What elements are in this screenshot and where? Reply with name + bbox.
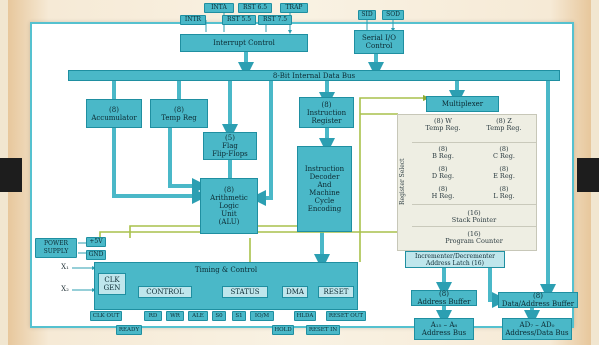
- pin-ready: READY: [116, 325, 142, 335]
- pin-sod: SOD: [382, 10, 404, 20]
- wire-temp-alu: [168, 128, 208, 194]
- status-group: STATUS: [222, 286, 268, 298]
- pin-intr: INTR: [180, 15, 206, 25]
- power-supply: POWER SUPPLY: [35, 238, 77, 258]
- h-reg: (8) H Reg.: [431, 185, 455, 200]
- power-5v: +5V: [86, 237, 106, 247]
- left-tab: [0, 158, 22, 192]
- pin-s0: S0: [212, 311, 226, 321]
- pin-rst55: RST 5.5: [222, 15, 256, 25]
- alu: (8) Arithmetic Logic Unit (ALU): [200, 178, 258, 234]
- b-reg: (8) B Reg.: [432, 145, 454, 160]
- temp-reg: (8) Temp Reg: [150, 99, 208, 128]
- wire-acc-alu: [112, 128, 208, 204]
- flag-flip-flops: (5) Flag Flip-Flops: [203, 132, 257, 160]
- pin-clk-out: CLK OUT: [90, 311, 122, 321]
- w-temp-reg: (8) W Temp Reg.: [425, 117, 461, 132]
- instruction-decoder: Instruction Decoder And Machine Cycle En…: [297, 146, 352, 232]
- pin-reset-out: RESET OUT: [326, 311, 366, 321]
- reg-divider-3: [412, 226, 536, 227]
- pin-wr: WR: [166, 311, 184, 321]
- right-tab: [577, 158, 599, 192]
- program-counter: (16) Program Counter: [445, 230, 503, 245]
- pin-reset-in: RESET IN: [306, 325, 340, 335]
- serial-io-control: Serial I/O Control: [354, 30, 404, 54]
- wire-latch-data: [488, 268, 508, 308]
- stack-pointer: (16) Stack Pointer: [451, 209, 497, 224]
- pin-io-m: IO/M: [250, 311, 274, 321]
- pin-rst65: RST 6.5: [238, 3, 272, 13]
- address-buffer: (8) Address Buffer: [411, 290, 477, 306]
- z-temp-reg: (8) Z Temp Reg.: [486, 117, 522, 132]
- pin-trap: TRAP: [280, 3, 308, 13]
- multiplexer: Multiplexer: [426, 96, 499, 112]
- pin-line-serial: [366, 20, 393, 30]
- wire-alu-bus: [250, 81, 273, 206]
- pin-inta: INTA: [204, 3, 234, 13]
- pin-hlda: HLDA: [294, 311, 316, 321]
- d-reg: (8) D Reg.: [431, 165, 455, 180]
- reg-divider-1: [412, 142, 536, 143]
- pin-ale: ALE: [188, 311, 208, 321]
- interrupt-control: Interrupt Control: [180, 34, 308, 52]
- pin-x2: X₂: [61, 285, 69, 293]
- reset-group: RESET: [318, 286, 354, 298]
- pin-sid: SID: [358, 10, 376, 20]
- power-gnd: GND: [86, 250, 106, 260]
- data-bus-output: AD₇ – AD₀ Address/Data Bus: [502, 318, 572, 340]
- e-reg: (8) E Reg.: [493, 165, 515, 180]
- pin-hold: HOLD: [272, 325, 294, 335]
- pin-rst75: RST 7.5: [258, 15, 292, 25]
- reg-divider-2: [412, 204, 536, 205]
- data-address-buffer: (8) Data/Address Buffer: [498, 292, 578, 308]
- register-array: [397, 114, 537, 251]
- pin-rd: RD: [144, 311, 162, 321]
- c-reg: (8) C Reg.: [492, 145, 515, 160]
- control-group: CONTROL: [138, 286, 192, 298]
- inc-dec-latch: Incrementer/Decrementer Address Latch (1…: [405, 251, 505, 268]
- accumulator: (8) Accumulator: [86, 99, 142, 128]
- dma-group: DMA: [282, 286, 308, 298]
- pin-s1: S1: [232, 311, 246, 321]
- timing-control-label: Timing & Control: [194, 266, 258, 274]
- pin-x1: X₁: [61, 263, 69, 271]
- pin-line-power: [78, 242, 86, 254]
- instruction-register: (8) Instruction Register: [299, 97, 354, 128]
- l-reg: (8) L Reg.: [493, 185, 515, 200]
- control-line-3: [359, 94, 430, 262]
- register-select-label: Register Select: [399, 158, 406, 206]
- clk-gen: CLK GEN: [98, 273, 126, 295]
- address-bus-output: A₁₅ – A₈ Address Bus: [414, 318, 474, 340]
- internal-data-bus: 8-Bit Internal Data Bus: [68, 70, 560, 81]
